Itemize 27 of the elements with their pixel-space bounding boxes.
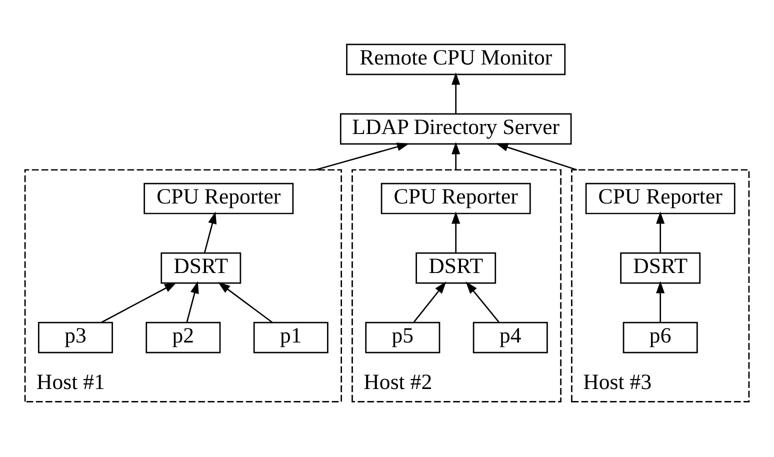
node-box: Remote CPU Monitor	[346, 44, 566, 76]
node-box: DSRT	[160, 252, 242, 284]
arrow	[315, 142, 410, 171]
arrow	[452, 212, 460, 252]
arrow	[466, 281, 500, 322]
node-box: LDAP Directory Server	[340, 113, 572, 145]
arrow	[496, 143, 578, 171]
arrow	[218, 282, 273, 323]
arrow	[656, 212, 665, 252]
node-box: CPU Reporter	[585, 182, 736, 214]
arrow	[452, 72, 460, 114]
node-box: p2	[146, 322, 221, 354]
node-box: DSRT	[416, 252, 496, 284]
arrow	[204, 212, 217, 253]
arrow	[413, 281, 446, 322]
node-box: p4	[472, 322, 548, 354]
node-box: p6	[622, 322, 698, 354]
node-box: p3	[38, 322, 113, 354]
arrow	[186, 281, 199, 322]
node-box: p5	[365, 322, 440, 354]
node-box: CPU Reporter	[144, 182, 294, 214]
node-box: CPU Reporter	[380, 182, 531, 214]
node-box: DSRT	[620, 252, 701, 284]
node-box: p1	[253, 322, 328, 354]
arrow	[656, 281, 665, 322]
arrow	[101, 282, 177, 323]
arrow	[452, 142, 460, 170]
